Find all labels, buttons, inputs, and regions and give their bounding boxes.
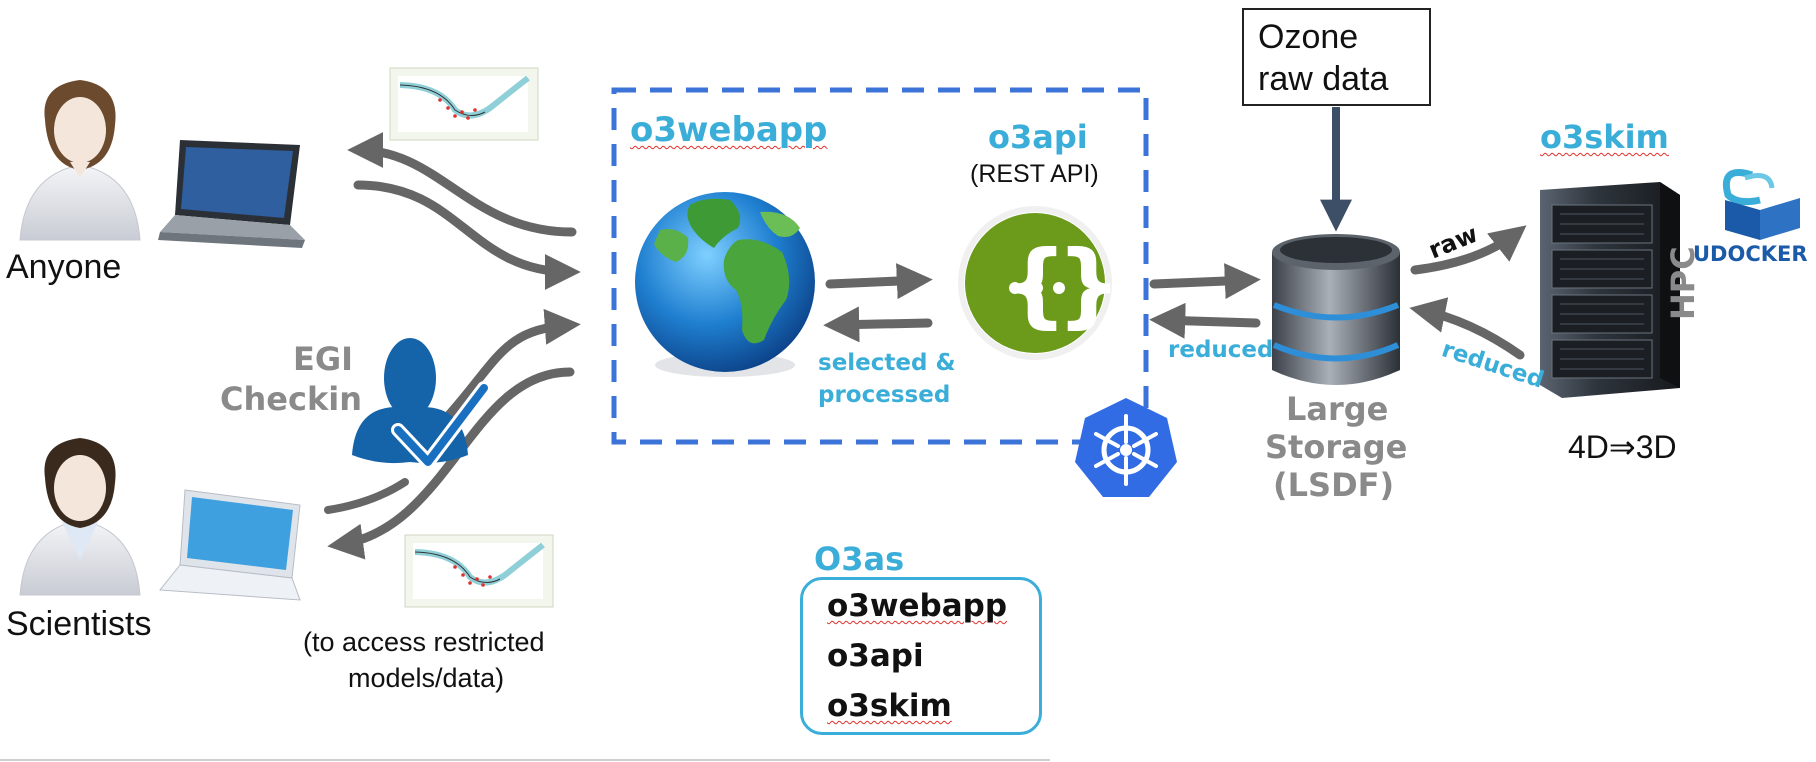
- summary-item-webapp: o3webapp: [827, 588, 1008, 624]
- conversion-label: 4D⇒3D: [1568, 429, 1677, 465]
- checkin-label: Checkin: [220, 380, 362, 418]
- kubernetes-icon: [1075, 398, 1177, 497]
- storage-label-line1: Large: [1286, 390, 1389, 428]
- arrow-api-to-webapp: [823, 306, 933, 343]
- restricted-access-note-line1: (to access restricted: [303, 627, 545, 657]
- egi-label: EGI: [293, 340, 354, 378]
- scientist-person-icon: [19, 438, 141, 596]
- storage-label-line3: (LSDF): [1273, 466, 1395, 504]
- hpc-server-rack-icon: [1540, 182, 1680, 398]
- webapp-api-boundary-box: [611, 87, 1149, 445]
- webapp-title: o3webapp: [630, 110, 828, 150]
- arrow-storage-to-hpc: [1410, 225, 1527, 275]
- arrow-scientists-to-checkin: [324, 478, 409, 514]
- reduced-label-api: reduced: [1168, 337, 1274, 363]
- api-subtitle: (REST API): [970, 160, 1099, 188]
- summary-item-api: o3api: [827, 638, 924, 674]
- svg-text:}: }: [1056, 231, 1122, 338]
- selected-processed-label-line2: processed: [818, 382, 951, 408]
- ozone-chart-thumbnail-top: [389, 67, 539, 141]
- anyone-laptop-icon: [158, 140, 305, 248]
- anyone-label: Anyone: [6, 248, 122, 286]
- udocker-logo-icon: [1723, 169, 1800, 240]
- arrow-storage-to-api: [1149, 302, 1261, 339]
- raw-data-label-line2: raw data: [1258, 60, 1389, 98]
- skim-title: o3skim: [1540, 118, 1669, 156]
- arrow-webapp-to-api: [825, 263, 933, 300]
- scientists-label: Scientists: [6, 605, 152, 643]
- raw-data-label-line1: Ozone: [1258, 18, 1359, 56]
- storage-database-icon: [1272, 234, 1400, 385]
- summary-item-skim: o3skim: [827, 688, 952, 724]
- arrow-anyone-to-webapp: [353, 180, 581, 290]
- globe-icon: [635, 192, 815, 377]
- scientist-laptop-icon: [159, 489, 301, 601]
- raw-data-box: [1242, 8, 1431, 106]
- anyone-person-icon: [19, 80, 141, 241]
- arrow-checkin-to-webapp: [435, 308, 581, 430]
- udocker-label: UDOCKER: [1693, 242, 1808, 266]
- summary-title: O3as: [814, 540, 905, 578]
- ozone-chart-thumbnail-bottom: [404, 534, 554, 608]
- selected-processed-label-line1: selected &: [818, 350, 956, 376]
- arrow-webapp-to-anyone: [347, 132, 577, 237]
- summary-box: o3webapp o3api o3skim: [800, 577, 1042, 735]
- arrow-api-to-storage: [1149, 263, 1261, 300]
- rest-api-braces-icon: { }: [958, 206, 1122, 360]
- restricted-access-note-line2: models/data): [348, 663, 505, 693]
- api-title: o3api: [988, 118, 1088, 156]
- arrow-hpc-to-storage: [1409, 297, 1525, 360]
- storage-label-line2: Storage: [1265, 428, 1408, 466]
